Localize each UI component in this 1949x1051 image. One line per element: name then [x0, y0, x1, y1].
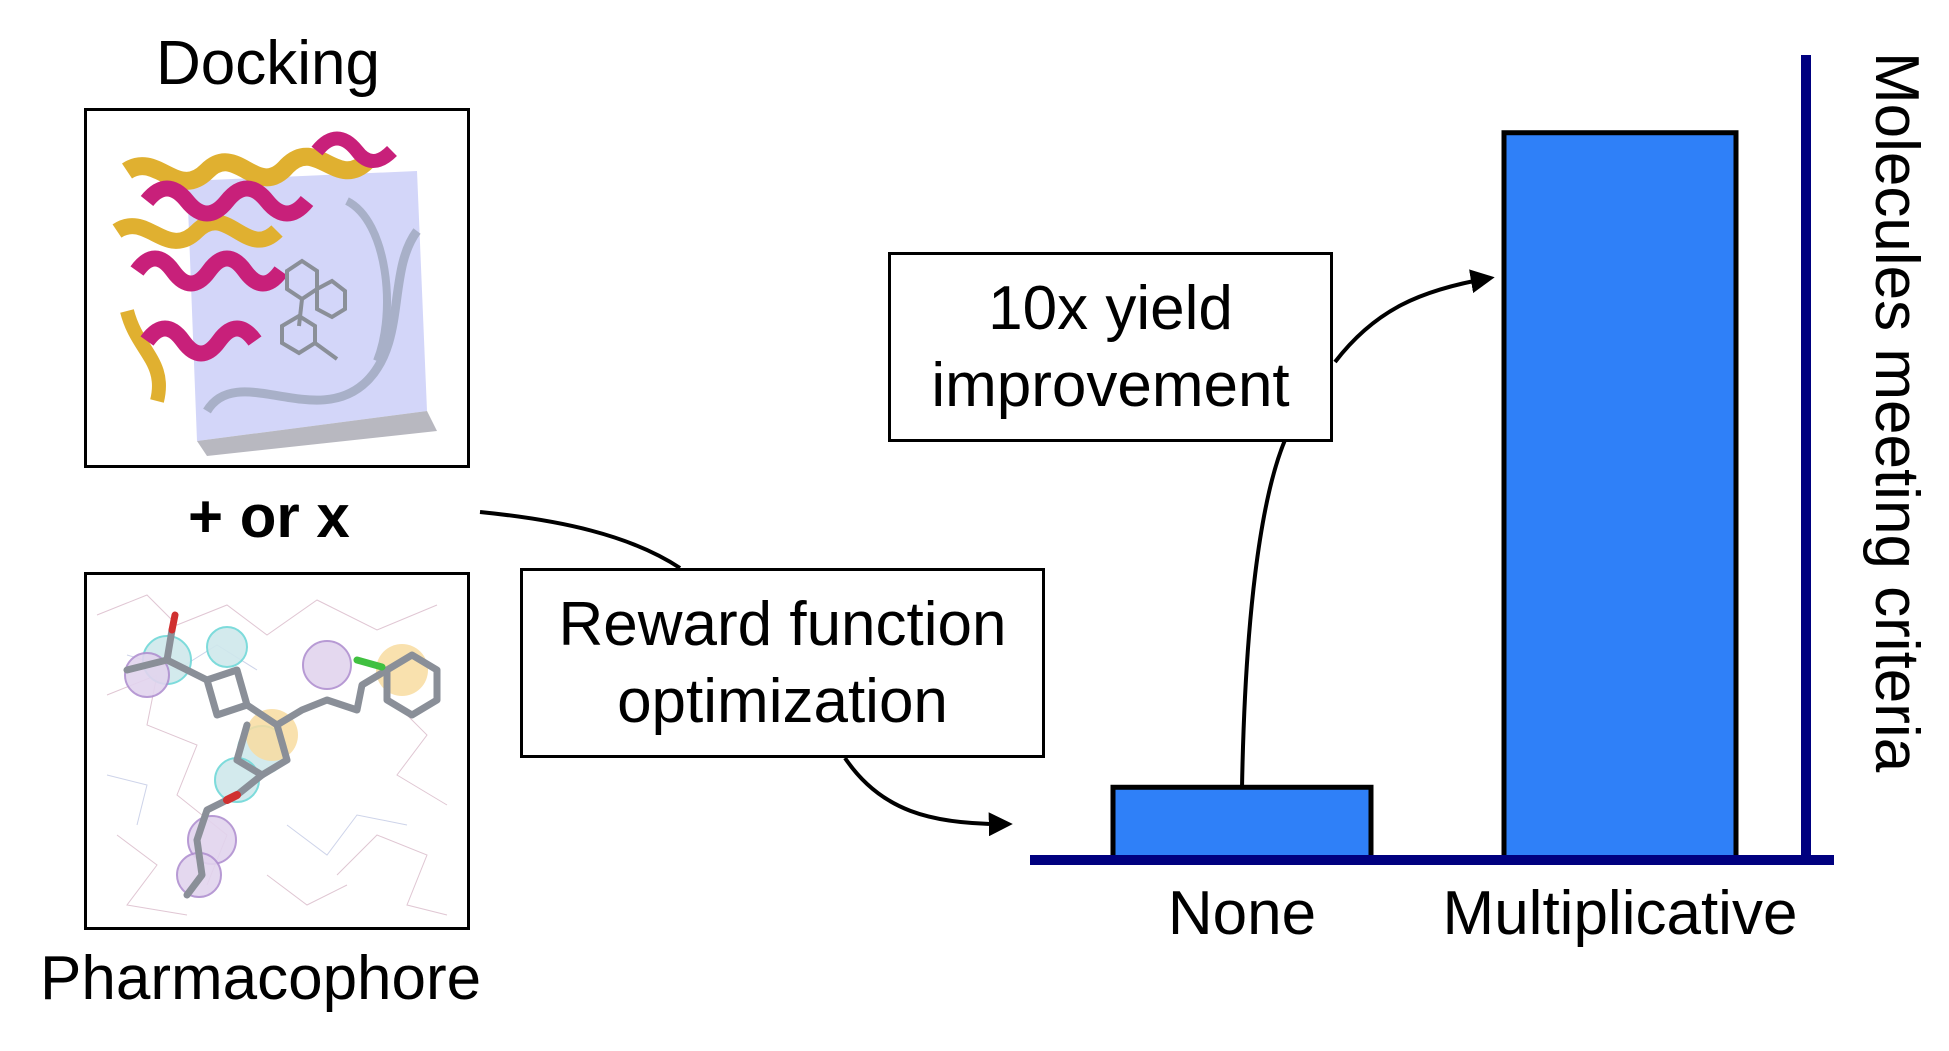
yield-arrow	[1333, 269, 1495, 364]
bar-multiplicative	[1501, 130, 1739, 863]
operator-label: + or x	[188, 483, 350, 550]
reward-function-box: Reward function optimization	[520, 568, 1045, 758]
connector-curve	[479, 510, 682, 570]
yield-box-line2: improvement	[931, 351, 1290, 420]
yield-improvement-box: 10x yield improvement	[888, 252, 1333, 442]
y-axis-label: Molecules meeting criteria	[1862, 52, 1931, 773]
category-label-none: None	[1168, 879, 1316, 948]
category-label-multiplicative: Multiplicative	[1443, 879, 1798, 948]
docking-title: Docking	[156, 29, 380, 98]
bar-none	[1110, 784, 1374, 863]
pharmacophore-image	[84, 572, 470, 930]
docking-image	[84, 108, 470, 468]
yield-box-line1: 10x yield	[988, 273, 1233, 343]
reward-box-line1: Reward function	[558, 589, 1007, 659]
pharmacophore-illustration	[96, 594, 448, 916]
reward-box-line2: optimization	[617, 667, 948, 736]
pharmacophore-title: Pharmacophore	[40, 944, 482, 1013]
protein-structure-illustration	[112, 131, 437, 456]
yield-connector	[1240, 439, 1287, 789]
reward-arrow	[843, 756, 1013, 837]
